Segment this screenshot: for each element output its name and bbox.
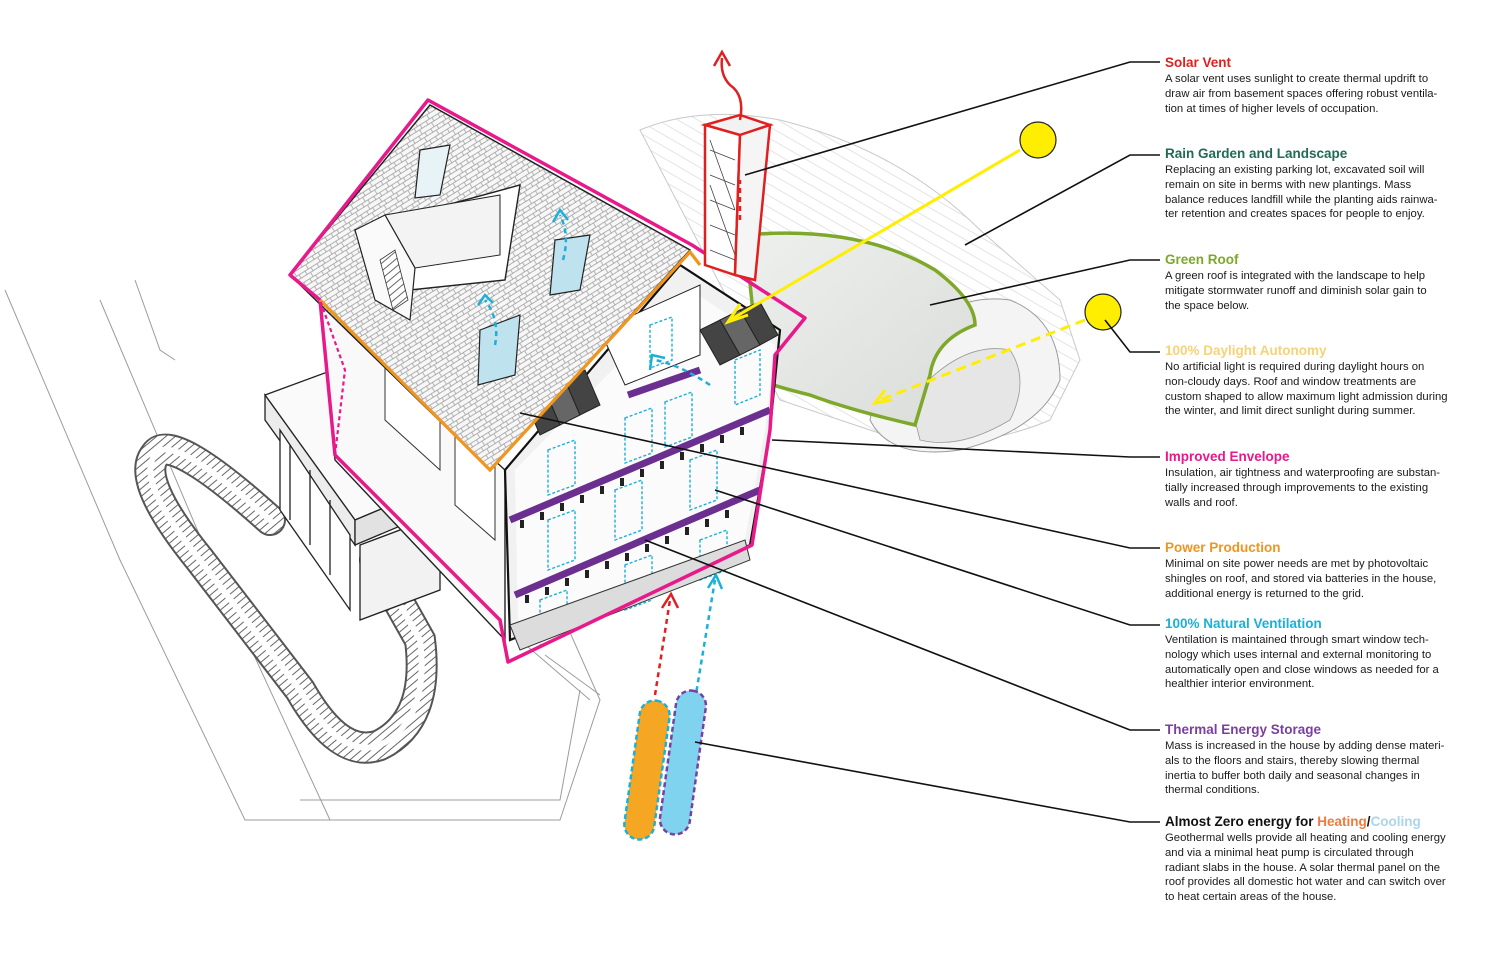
annotation-rain-garden: Rain Garden and Landscape Replacing an e…: [1165, 146, 1495, 222]
energy-cooling: Cooling: [1370, 814, 1421, 829]
annotation-energy: Almost Zero energy for Heating/Cooling G…: [1165, 814, 1495, 905]
body-line: custom shaped to allow maximum light adm…: [1165, 390, 1448, 403]
leader-lines: [519, 61, 1160, 823]
body-line: draw air from basement spaces offering r…: [1165, 87, 1438, 100]
annotation-title: 100% Daylight Autonomy: [1165, 343, 1327, 358]
body-line: the winter, and limit direct sunlight du…: [1165, 405, 1416, 418]
annotation-title: 100% Natural Ventilation: [1165, 616, 1322, 631]
body-line: Geothermal wells provide all heating and…: [1165, 832, 1446, 844]
house: [319, 263, 782, 651]
annotation-title: Rain Garden and Landscape: [1165, 146, 1348, 161]
body-line: nology which uses internal and external …: [1165, 648, 1432, 661]
body-line: tially increased through improvements to…: [1165, 481, 1429, 494]
geothermal-wells: [623, 591, 708, 841]
energy-title-prefix: Almost Zero energy for: [1165, 814, 1318, 829]
annotation-body: Geothermal wells provide all heating and…: [1165, 831, 1495, 905]
annotation-title: Green Roof: [1165, 252, 1239, 267]
energy-slash: /: [1366, 814, 1371, 829]
body-line: balance reduces landfill while the plant…: [1165, 193, 1438, 206]
body-line: automatically open and close windows as …: [1165, 663, 1439, 676]
body-line: No artificial light is required during d…: [1165, 361, 1425, 373]
annotation-title: Solar Vent: [1165, 55, 1232, 70]
body-line: A solar vent uses sunlight to create the…: [1165, 73, 1429, 85]
annotation-title: Improved Envelope: [1165, 449, 1290, 464]
skylights: [414, 144, 591, 386]
body-line: Ventilation is maintained through smart …: [1165, 634, 1429, 646]
body-line: Minimal on site power needs are met by p…: [1165, 558, 1429, 570]
annotation-green-roof: Green Roof A green roof is integrated wi…: [1165, 252, 1495, 313]
sunlight-rays: [724, 121, 1122, 406]
body-line: shingles on roof, and stored via batteri…: [1165, 572, 1437, 585]
body-line: A green roof is integrated with the land…: [1165, 270, 1425, 282]
body-line: walls and roof.: [1165, 496, 1238, 509]
body-line: ter retention and creates spaces for peo…: [1165, 208, 1425, 221]
body-line: to heat certain areas of the house.: [1165, 891, 1337, 904]
sun-icon: [1019, 121, 1057, 159]
ventilation-arrows: [483, 214, 717, 701]
annotation-body: A green roof is integrated with the land…: [1165, 269, 1495, 313]
annotation-body: Minimal on site power needs are met by p…: [1165, 557, 1495, 601]
annotation-ventilation: 100% Natural Ventilation Ventilation is …: [1165, 616, 1495, 692]
body-line: tion at times of higher levels of occupa…: [1165, 102, 1379, 115]
curved-ramp: [134, 433, 438, 764]
energy-heating: Heating: [1317, 814, 1367, 829]
annotation-power: Power Production Minimal on site power n…: [1165, 540, 1495, 601]
annotation-title: Thermal Energy Storage: [1165, 722, 1322, 737]
body-line: Insulation, air tightness and waterproof…: [1165, 467, 1441, 479]
annotation-body: No artificial light is required during d…: [1165, 360, 1495, 419]
green-roof-shape: [743, 231, 977, 428]
annotation-body: Replacing an existing parking lot, excav…: [1165, 163, 1495, 222]
annotation-envelope: Improved Envelope Insulation, air tightn…: [1165, 449, 1495, 510]
thermal-slabs: [508, 366, 772, 599]
solar-vent-chimney: [700, 49, 774, 282]
sun-icon: [1084, 293, 1122, 331]
body-line: additional energy is returned to the gri…: [1165, 587, 1365, 600]
annotation-body: Mass is increased in the house by adding…: [1165, 739, 1495, 798]
body-line: Mass is increased in the house by adding…: [1165, 740, 1445, 752]
annotation-title: Almost Zero energy for Heating/Cooling: [1165, 814, 1495, 830]
envelope-outline: [288, 98, 807, 664]
site-ground: [4, 279, 601, 821]
body-line: Replacing an existing parking lot, excav…: [1165, 164, 1425, 176]
body-line: thermal conditions.: [1165, 784, 1260, 797]
annotation-solar-vent: Solar Vent A solar vent uses sunlight to…: [1165, 55, 1495, 116]
body-line: the space below.: [1165, 299, 1250, 312]
body-line: mitigate stormwater runoff and diminish …: [1165, 284, 1427, 297]
body-line: healthier interior environment.: [1165, 678, 1315, 691]
annotation-daylight: 100% Daylight Autonomy No artificial lig…: [1165, 343, 1495, 419]
body-line: non-cloudy days. Roof and window treatme…: [1165, 375, 1417, 388]
body-line: and via a minimal heat pump is circulate…: [1165, 846, 1414, 859]
power-outline: [318, 249, 702, 473]
body-line: roof provides all domestic hot water and…: [1165, 876, 1446, 889]
body-line: inertia to buffer both daily and seasona…: [1165, 769, 1420, 782]
annotation-body: Insulation, air tightness and waterproof…: [1165, 466, 1495, 510]
annotation-body: A solar vent uses sunlight to create the…: [1165, 72, 1495, 116]
annotation-title: Power Production: [1165, 540, 1281, 555]
body-line: als to the floors and stairs, thereby sl…: [1165, 754, 1420, 767]
body-line: remain on site in berms with new plantin…: [1165, 178, 1412, 191]
body-line: radiant slabs in the house. A solar ther…: [1165, 861, 1441, 874]
annotation-body: Ventilation is maintained through smart …: [1165, 633, 1495, 692]
annotation-thermal: Thermal Energy Storage Mass is increased…: [1165, 722, 1495, 798]
